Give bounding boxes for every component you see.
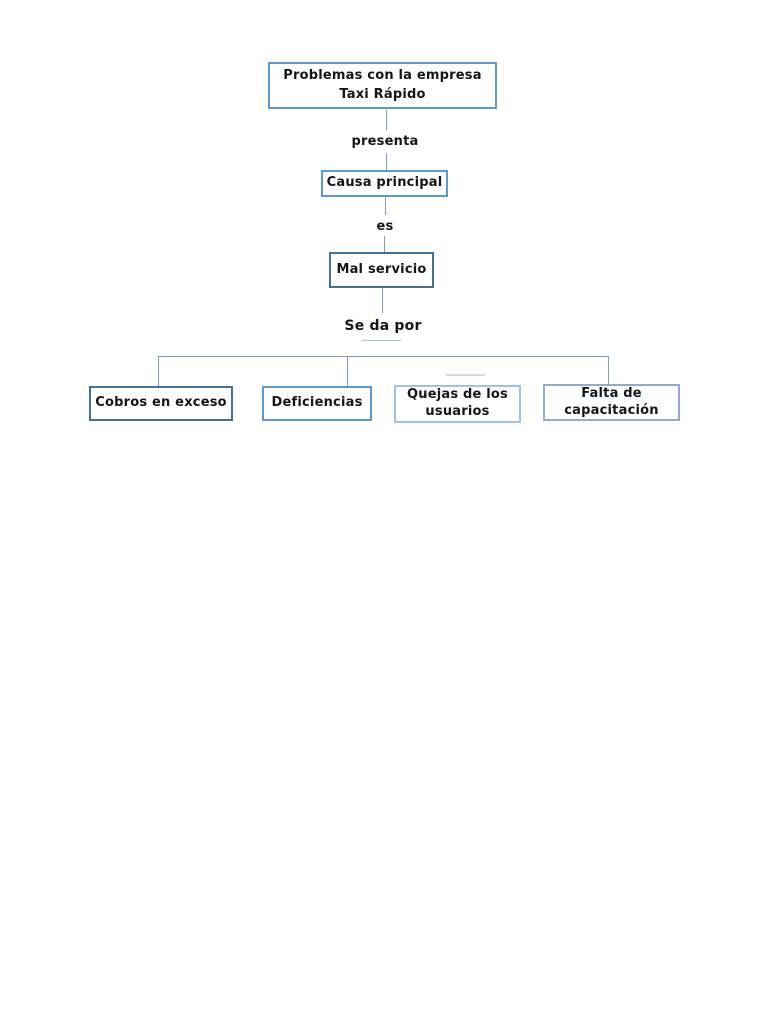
node-mal-servicio: Mal servicio xyxy=(329,252,434,288)
node-quejas-usuarios: Quejas de los usuarios xyxy=(394,385,521,423)
node-problemas-empresa: Problemas con la empresa Taxi Rápido xyxy=(268,62,497,109)
edge-label-presenta: presenta xyxy=(351,134,419,149)
connector-presenta-to-causa-line xyxy=(386,153,387,170)
connector-causa-to-es-line xyxy=(385,197,386,215)
connector-root-to-presenta-line xyxy=(386,110,387,130)
connector-es-to-mal-line xyxy=(384,236,385,252)
edge-label-es: es xyxy=(376,219,394,234)
node-deficiencias: Deficiencias xyxy=(262,386,372,421)
branch-drop-left-line xyxy=(158,356,159,386)
branch-drop-right-line xyxy=(608,356,609,384)
se-da-por-underline xyxy=(362,340,401,341)
node-falta-capacitacion: Falta de capacitación xyxy=(543,384,680,421)
connector-mal-to-sedapor-line xyxy=(382,288,383,313)
quejas-faint-dash-line xyxy=(446,374,485,376)
branch-horizontal-line xyxy=(158,356,609,357)
node-causa-principal: Causa principal xyxy=(321,170,448,197)
node-cobros-en-exceso: Cobros en exceso xyxy=(89,386,233,421)
branch-drop-middle-line xyxy=(347,356,348,386)
edge-label-se-da-por: Se da por xyxy=(344,318,422,334)
